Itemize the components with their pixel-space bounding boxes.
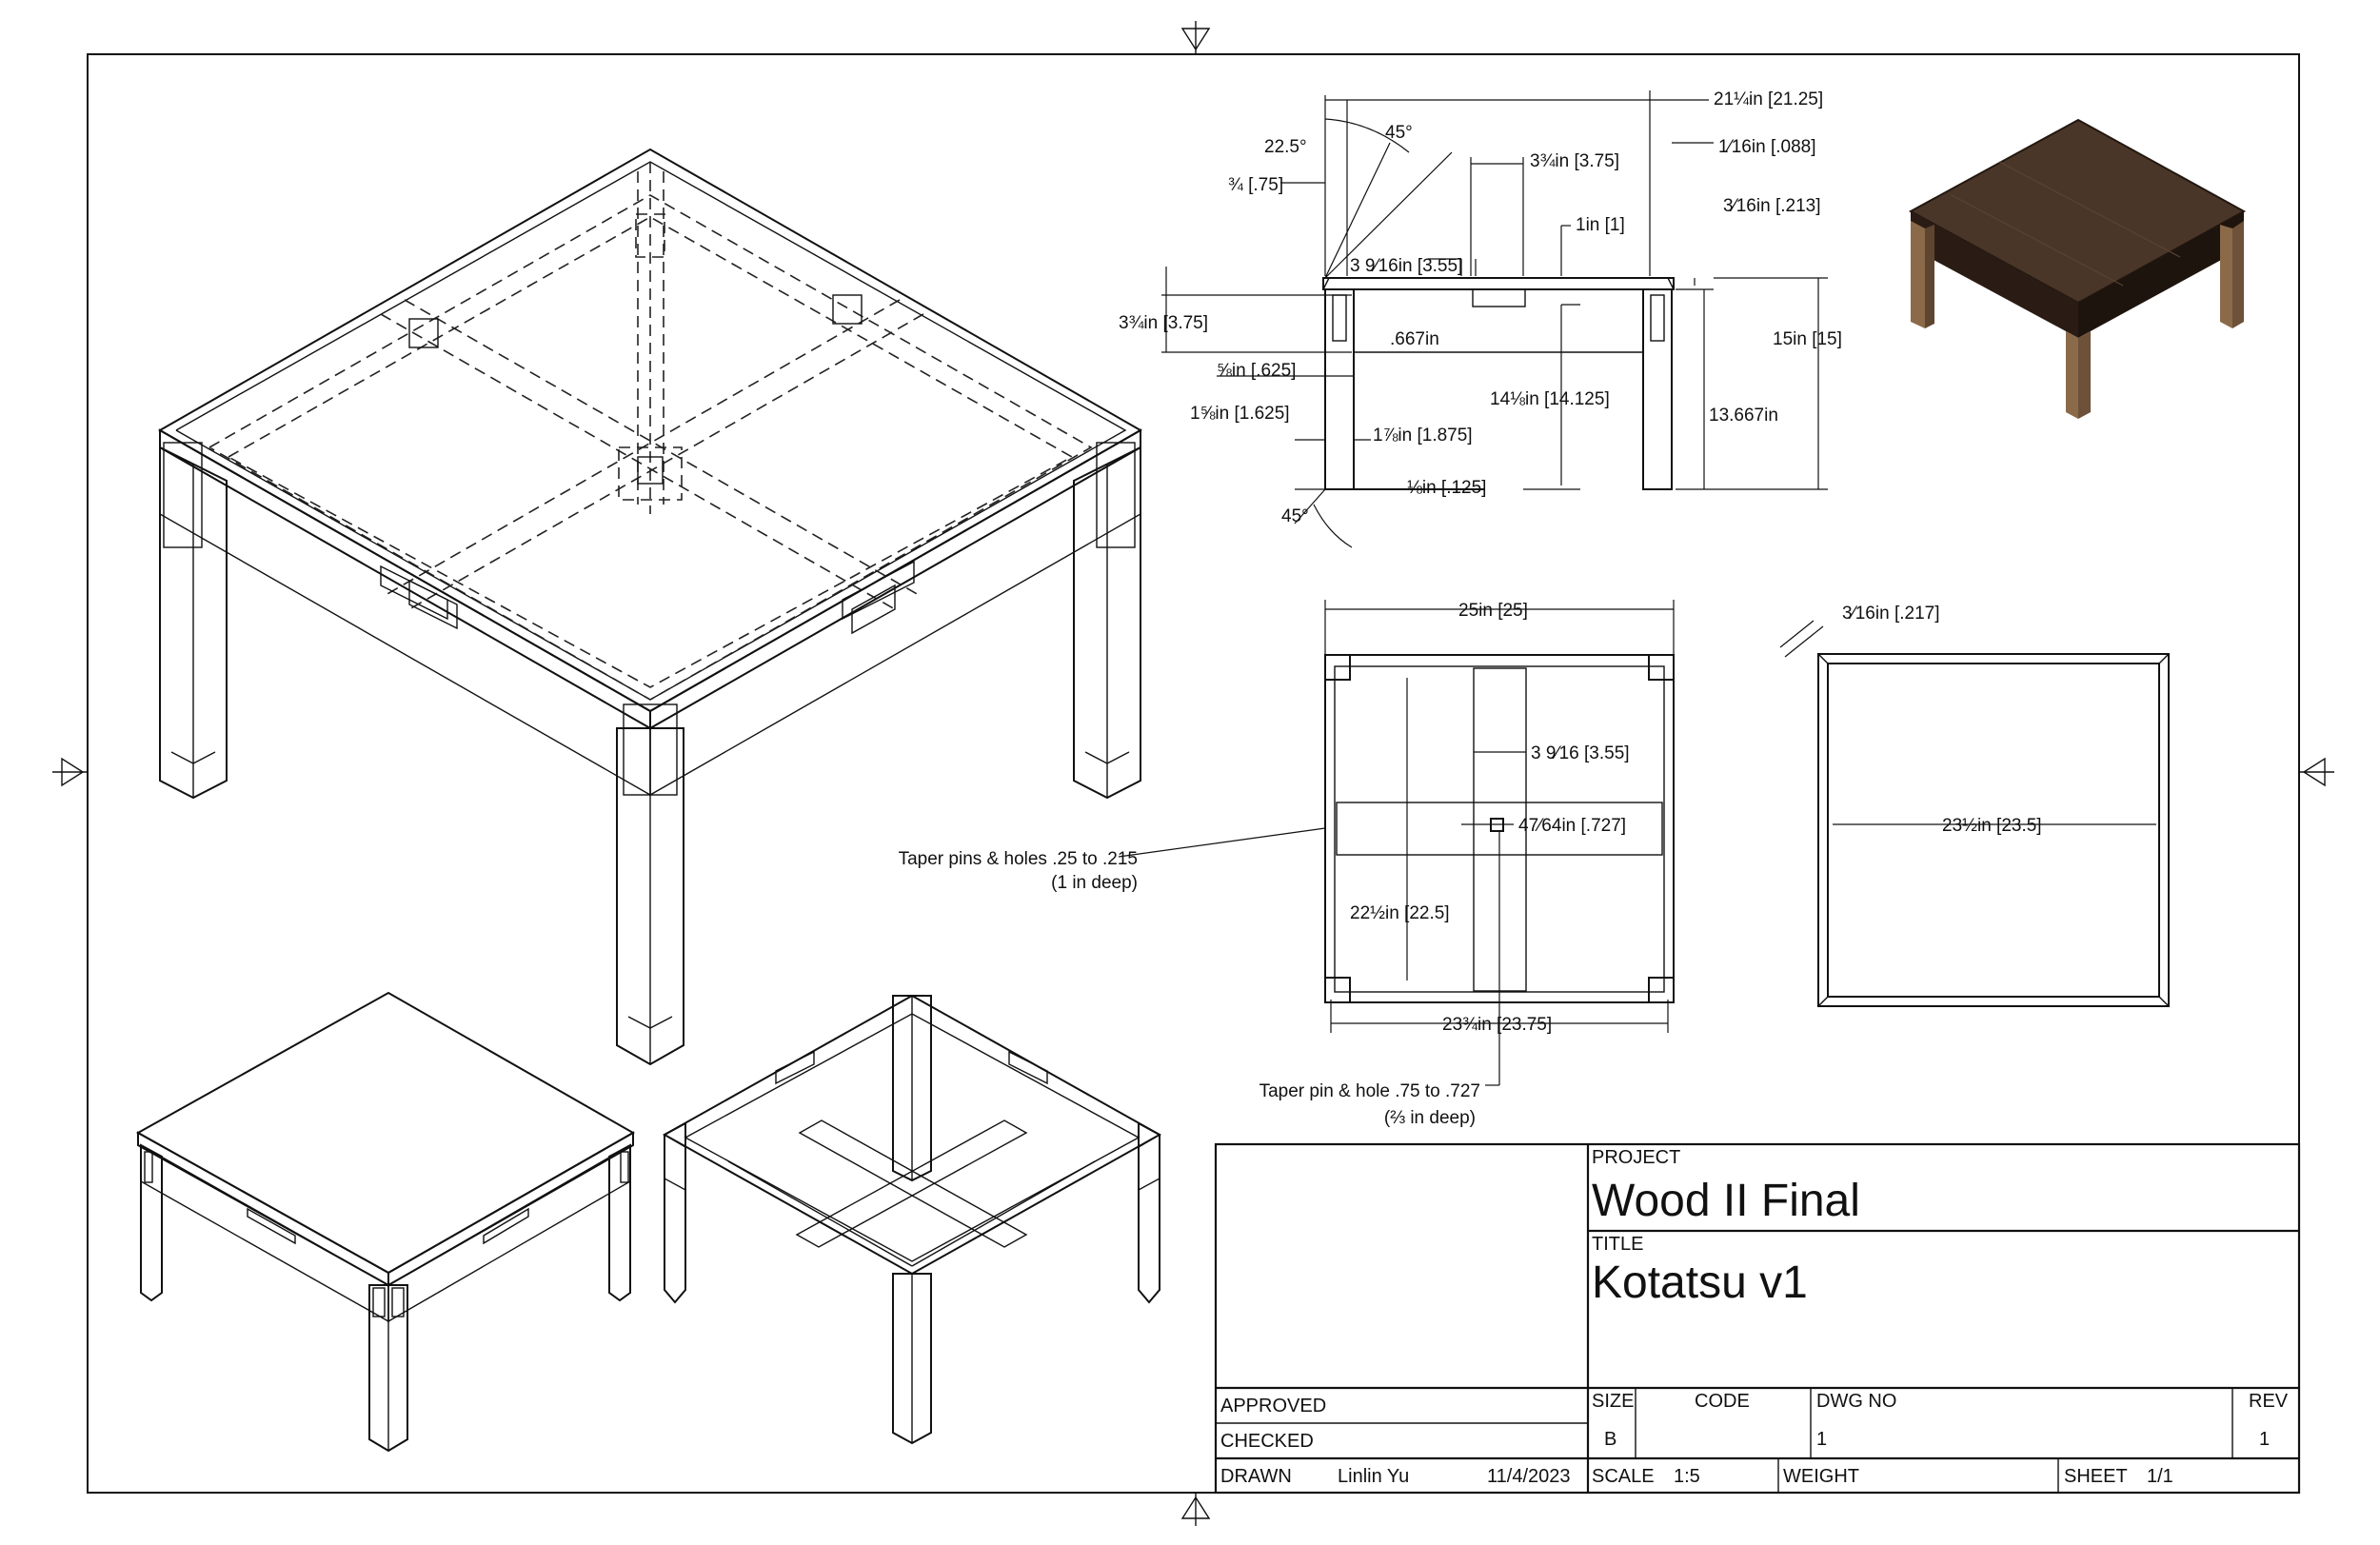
drawing-title: Kotatsu v1 bbox=[1592, 1258, 1808, 1308]
project-label: PROJECT bbox=[1592, 1147, 1680, 1168]
dim-angle-22: 22.5° bbox=[1264, 137, 1307, 157]
dim-1in: 1in [1] bbox=[1576, 215, 1625, 235]
dim-3-75-top: 3¾in [3.75] bbox=[1530, 151, 1619, 171]
sheet-value: 1/1 bbox=[2147, 1466, 2173, 1487]
dim-15: 15in [15] bbox=[1773, 329, 1842, 349]
sheet-border bbox=[87, 53, 2300, 1494]
title-block: PROJECT Wood II Final TITLE Kotatsu v1 A… bbox=[1214, 1142, 2301, 1495]
dwg-no-label: DWG NO bbox=[1816, 1391, 1896, 1412]
note-taper-pins-2: (1 in deep) bbox=[1051, 873, 1138, 893]
render-preview bbox=[1908, 118, 2247, 419]
dim-727: 47⁄64in [.727] bbox=[1518, 816, 1626, 836]
weight-label: WEIGHT bbox=[1783, 1466, 1859, 1487]
code-label: CODE bbox=[1695, 1391, 1750, 1412]
note-taper-pins-1: Taper pins & holes .25 to .215 bbox=[899, 849, 1138, 869]
drawn-date: 11/4/2023 bbox=[1487, 1466, 1571, 1487]
scale-value: 1:5 bbox=[1674, 1466, 1700, 1487]
dim-three-sixteenth: 3⁄16in [.213] bbox=[1723, 196, 1820, 216]
dim-1-875: 1⅞in [1.875] bbox=[1373, 426, 1473, 446]
rev-label: REV bbox=[2249, 1391, 2289, 1412]
plan-view-bottom bbox=[1118, 600, 1675, 1086]
dim-3-55-a: 3 9⁄16in [3.55] bbox=[1350, 256, 1462, 276]
isometric-top-view-small bbox=[135, 991, 636, 1453]
dim-14-125: 14⅛in [14.125] bbox=[1490, 389, 1610, 409]
dim-five-eighth: ⅝in [.625] bbox=[1217, 361, 1296, 381]
checked-label: CHECKED bbox=[1220, 1431, 1314, 1452]
project-name: Wood II Final bbox=[1592, 1176, 1860, 1226]
size-label: SIZE bbox=[1592, 1391, 1634, 1412]
dim-217: 3⁄16in [.217] bbox=[1842, 604, 1939, 624]
side-elevation-view bbox=[1322, 277, 1675, 490]
dim-three-quarter: ¾ [.75] bbox=[1228, 175, 1283, 195]
rev-value: 1 bbox=[2259, 1429, 2270, 1450]
drawn-by: Linlin Yu bbox=[1338, 1466, 1409, 1487]
dim-13-667: 13.667in bbox=[1709, 406, 1778, 426]
dim-angle-45-bottom: 45° bbox=[1281, 506, 1309, 526]
top-panel-view bbox=[1779, 620, 2170, 1007]
dim-1-625: 1⅝in [1.625] bbox=[1190, 404, 1290, 424]
notes: Taper pins & holes .25 to .215 (1 in dee… bbox=[899, 849, 1480, 1128]
isometric-wireframe-view bbox=[157, 148, 1143, 1066]
dim-overall-width: 21¼in [21.25] bbox=[1714, 89, 1823, 109]
size-value: B bbox=[1604, 1429, 1616, 1450]
title-label: TITLE bbox=[1592, 1234, 1643, 1255]
approved-label: APPROVED bbox=[1220, 1396, 1326, 1416]
side-dimension-lines bbox=[1161, 90, 1828, 548]
dim-25: 25in [25] bbox=[1458, 601, 1528, 621]
dim-23-75: 23¾in [23.75] bbox=[1442, 1015, 1552, 1035]
drawn-label: DRAWN bbox=[1220, 1466, 1292, 1487]
dim-angle-45-top: 45° bbox=[1385, 123, 1413, 143]
scale-label: SCALE bbox=[1592, 1466, 1655, 1487]
isometric-underside-view bbox=[662, 994, 1162, 1445]
dim-one-sixteenth: 1⁄16in [.088] bbox=[1718, 137, 1815, 157]
dwg-no-value: 1 bbox=[1816, 1429, 1827, 1450]
dim-22-5: 22½in [22.5] bbox=[1350, 903, 1450, 923]
sheet-label: SHEET bbox=[2064, 1466, 2128, 1487]
note-taper-pin-2: (⅔ in deep) bbox=[1384, 1108, 1476, 1128]
centering-marks bbox=[52, 21, 2334, 1526]
dim-23-5: 23½in [23.5] bbox=[1942, 816, 2042, 836]
note-taper-pin-1: Taper pin & hole .75 to .727 bbox=[1259, 1081, 1480, 1101]
dim-3-75-left: 3¾in [3.75] bbox=[1119, 313, 1208, 333]
dim-667: .667in bbox=[1390, 329, 1439, 349]
dim-3-55-b: 3 9⁄16 [3.55] bbox=[1531, 743, 1630, 763]
dim-125: ⅛in [.125] bbox=[1407, 478, 1486, 498]
dimension-labels: 21¼in [21.25] 22.5° 45° ¾ [.75] 1⁄16in [… bbox=[1119, 89, 2042, 1035]
